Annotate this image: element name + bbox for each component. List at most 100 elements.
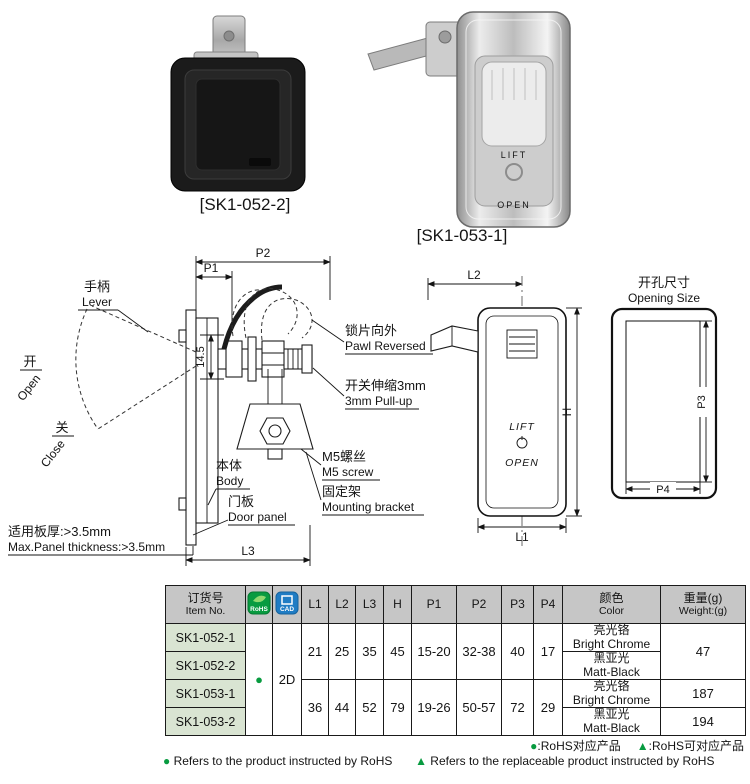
door-panel-section [185,309,197,546]
lift-engraving: LIFT [501,150,528,160]
side-body-outline [477,307,567,517]
rohs-dot: ● [255,672,263,687]
table-row: SK1-053-2 黑亚光 Matt-Black 194 [165,707,746,736]
color-cn: 黑亚光 [593,651,630,666]
label-mounting-bracket: 固定架 Mounting bracket [305,451,424,516]
color-en: Matt-Black [583,720,640,735]
value-l3-052: 35 [355,623,384,680]
side-pawl [430,325,479,353]
open-label-en: Open [14,372,43,404]
product-label-chrome: [SK1-053-1] [417,226,508,245]
color-cell-matt-black: 黑亚光 Matt-Black [562,707,661,736]
label-body: 本体 Body [207,458,250,506]
value-h-053: 79 [383,679,412,736]
label-lever: 手柄 Lever [78,279,149,333]
dim-p3: P3 [696,320,713,483]
body-label-cn: 本体 [216,458,242,473]
side-hook-glyph [516,436,528,449]
pawl-label-en: Pawl Reversed [345,339,426,353]
footnote-cn: ●:RoHS对应产品▲:RoHS可对应产品 [530,737,744,754]
value-l2-052: 25 [328,623,356,680]
dim-l3: L3 [185,525,311,566]
value-p1-053: 19-26 [411,679,457,736]
header-color-en: Color [598,605,625,618]
dim-l3-label: L3 [241,544,255,558]
header-p1: P1 [411,585,457,624]
label-panel-thickness: 适用板厚:>3.5mm Max.Panel thickness:>3.5mm [8,524,194,556]
dim-l1-label: L1 [515,530,529,544]
rohs-icon: RoHS [247,591,271,615]
door-label-en: Door panel [228,510,287,524]
dim-p3-label: P3 [696,395,708,408]
spec-table: 订货号 Item No. RoHS CAD [165,585,746,736]
table-row: SK1-052-2 黑亚光 Matt-Black [165,651,746,680]
header-weight-en: Weight:(g) [678,605,728,618]
value-p2-053: 50-57 [456,679,502,736]
weight-053-2: 194 [660,707,746,736]
cad-icon-text: CAD [280,606,294,613]
color-en: Bright Chrome [572,692,651,707]
open-label-cn: 开 [23,354,36,369]
rohs-triangle-symbol: ▲ [415,754,427,768]
header-cad: CAD [272,585,302,624]
value-p3-052: 40 [501,623,534,680]
header-p3: P3 [501,585,534,624]
header-weight-cn: 重量(g) [683,590,723,605]
header-color-cn: 颜色 [599,590,624,605]
header-item-no-cn: 订货号 [187,590,224,605]
dim-h-label: H [560,408,574,417]
opening-size-drawing: 开孔尺寸 Opening Size P3 P4 [610,275,718,500]
side-lift-label: LIFT [509,421,535,433]
label-close: 关 Close [38,420,74,470]
open-engraving: OPEN [497,200,531,210]
opening-title-en: Opening Size [628,291,700,305]
item-no-sk1-053-2: SK1-053-2 [165,707,246,736]
header-item-no-en: Item No. [185,605,226,618]
dim-p2-label: P2 [256,246,271,260]
value-p2-052: 32-38 [456,623,502,680]
lever-label-en: Lever [82,295,112,309]
color-cell-bright-chrome: 亮光铬 Bright Chrome [562,623,661,652]
value-h-052: 45 [383,623,412,680]
side-open-label: OPEN [505,457,539,469]
cad-icon: CAD [275,591,299,615]
footnote-en-dot-text: Refers to the product instructed by RoHS [173,754,393,768]
thickness-label-cn: 适用板厚:>3.5mm [8,524,111,539]
header-p4: P4 [533,585,563,624]
footnote-en: ● Refers to the product instructed by Ro… [163,754,714,768]
item-no-sk1-052-2: SK1-052-2 [165,651,246,680]
assembly-drawing: P2 P1 [8,246,433,566]
value-l3-053: 52 [355,679,384,736]
shaft-assembly [217,336,313,382]
color-en: Bright Chrome [572,636,651,651]
value-p4-052: 17 [533,623,563,680]
rohs-mark-cell: ● [245,623,273,736]
dim-p4: P4 [625,482,701,496]
product-label-black: [SK1-052-2] [200,195,291,214]
color-cn: 亮光铬 [593,623,630,638]
header-l2: L2 [328,585,356,624]
dim-l1: L1 [477,518,567,544]
weight-053-1: 187 [660,679,746,708]
color-en: Matt-Black [583,664,640,679]
weight-052: 47 [660,623,746,680]
product-photo-black-latch: [SK1-052-2] [170,15,306,214]
product-photo-chrome-latch: LIFT OPEN [SK1-053-1] [367,11,571,245]
opening-inner-rect [625,320,701,483]
label-door-panel: 门板 Door panel [192,494,295,536]
m5-label-cn: M5螺丝 [322,449,366,464]
rohs-dot-symbol: ● [163,754,171,768]
label-open: 开 Open [14,354,43,403]
lever-swing-arcs [75,305,197,430]
pawl-bracket-chrome [367,21,465,77]
dim-l2-label: L2 [467,268,481,282]
dim-h: H [560,307,582,517]
color-cn: 黑亚光 [593,707,630,722]
value-p1-052: 15-20 [411,623,457,680]
cad-value-cell: 2D [272,623,302,736]
dim-p1: P1 [195,261,233,330]
opening-title-cn: 开孔尺寸 [638,275,690,290]
header-weight: 重量(g) Weight:(g) [660,585,746,624]
panel-lip-bottom [178,497,187,511]
